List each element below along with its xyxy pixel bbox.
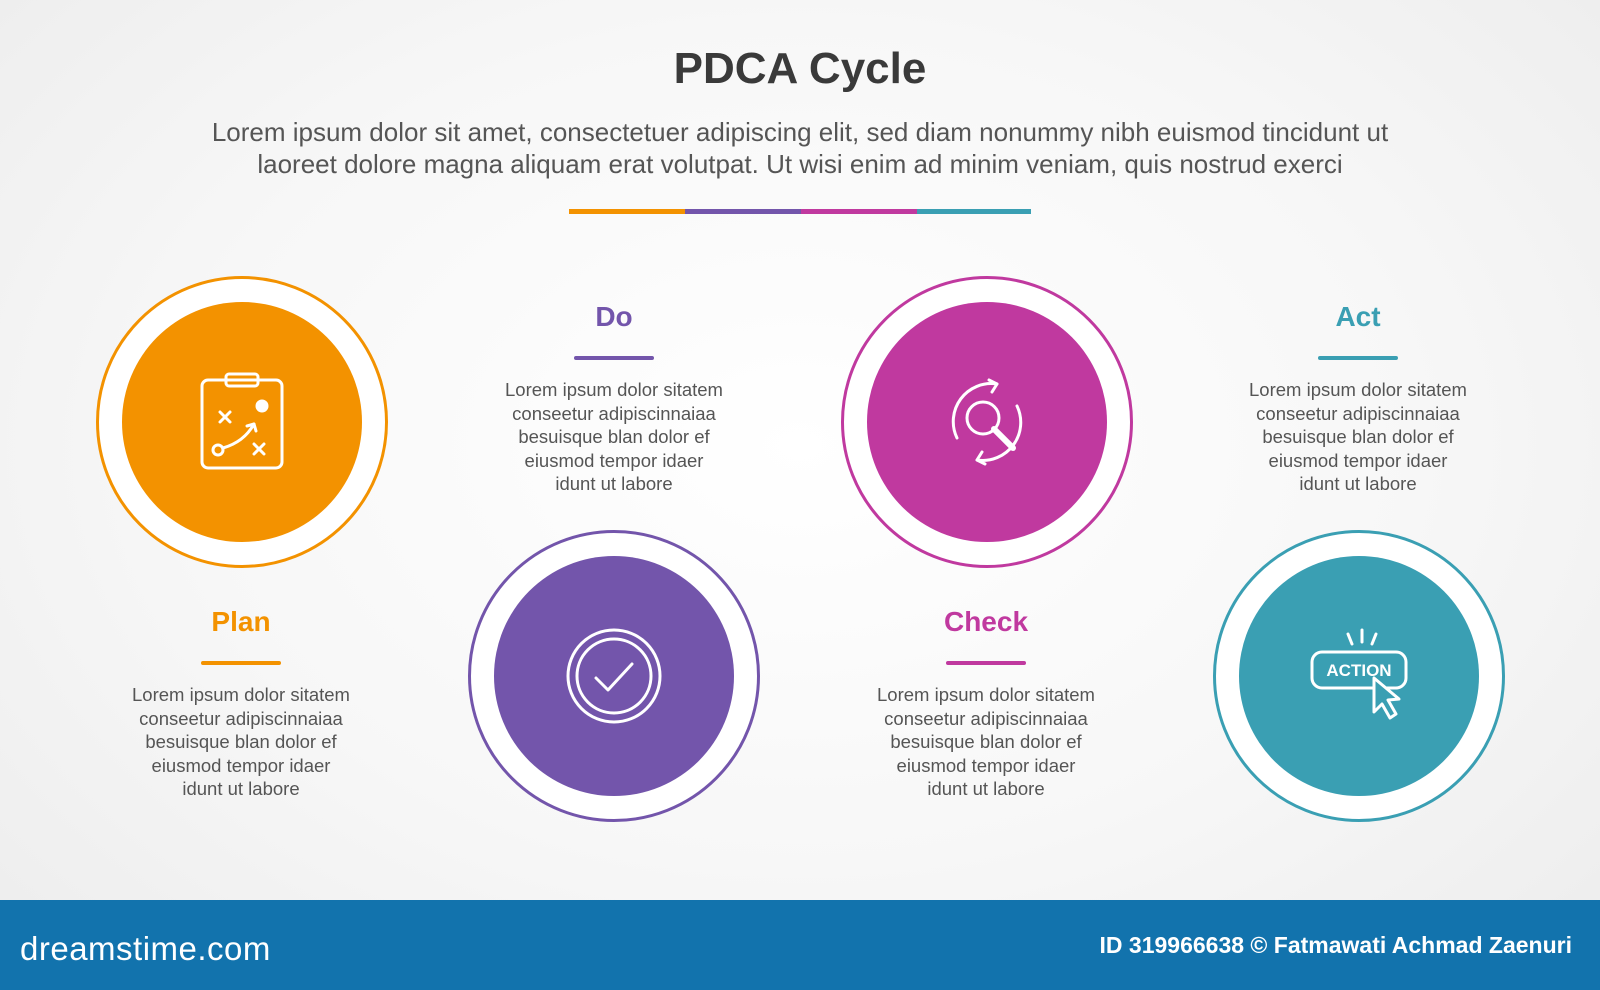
act-desc-line: besuisque blan dolor ef (1262, 426, 1454, 447)
action-icon-label: ACTION (1326, 661, 1391, 680)
plan-desc-line: besuisque blan dolor ef (145, 731, 337, 752)
act-circle: ACTION (1213, 530, 1505, 822)
footer-credit: ID 319966638 © Fatmawati Achmad Zaenuri (1099, 932, 1572, 958)
do-desc-line: Lorem ipsum dolor sitatem (505, 379, 723, 400)
check-description: Lorem ipsum dolor sitatem conseetur adip… (846, 683, 1126, 801)
plan-desc-line: eiusmod tempor idaer (151, 754, 331, 776)
plan-underline (201, 661, 281, 665)
search-cycle-icon (951, 378, 1023, 466)
do-desc-line: besuisque blan dolor ef (518, 426, 710, 447)
do-title: Do (595, 301, 633, 332)
plan-circle (96, 276, 388, 568)
check-desc-line: eiusmod tempor idaer (896, 754, 1076, 776)
plan-description: Lorem ipsum dolor sitatem conseetur adip… (101, 683, 381, 801)
act-desc-line: Lorem ipsum dolor sitatem (1249, 379, 1467, 400)
action-button-icon: ACTION (1310, 628, 1408, 720)
act-description: Lorem ipsum dolor sitatem conseetur adip… (1218, 378, 1498, 496)
do-desc-line: eiusmod tempor idaer (524, 449, 704, 471)
plan-desc-line: idunt ut labore (182, 778, 300, 799)
do-description: Lorem ipsum dolor sitatem conseetur adip… (474, 378, 754, 496)
page-subtitle: Lorem ipsum dolor sit amet, consectetuer… (110, 116, 1490, 180)
check-desc-line: conseetur adipiscinnaiaa (884, 707, 1088, 729)
check-underline (946, 661, 1026, 665)
act-underline (1318, 356, 1398, 360)
do-circle-fill (494, 556, 734, 796)
checkmark-circle-icon (566, 628, 662, 724)
check-desc-line: idunt ut labore (927, 778, 1045, 799)
subtitle-line-2: laoreet dolore magna aliquam erat volutp… (257, 149, 1343, 179)
do-desc-line: conseetur adipiscinnaiaa (512, 402, 716, 424)
check-circle-fill (867, 302, 1107, 542)
divider-segment-1 (569, 209, 685, 214)
plan-desc-line: Lorem ipsum dolor sitatem (132, 684, 350, 705)
footer-logo: dreamstime.com (20, 930, 271, 967)
plan-desc-line: conseetur adipiscinnaiaa (139, 707, 343, 729)
act-desc-line: idunt ut labore (1299, 473, 1417, 494)
footer-bar: dreamstime.com ID 319966638 © Fatmawati … (0, 900, 1600, 990)
do-underline (574, 356, 654, 360)
check-title: Check (943, 606, 1029, 637)
plan-circle-fill (122, 302, 362, 542)
check-desc-line: Lorem ipsum dolor sitatem (877, 684, 1095, 705)
divider-segment-3 (801, 209, 917, 214)
act-desc-line: eiusmod tempor idaer (1268, 449, 1448, 471)
strategy-clipboard-icon (200, 372, 284, 470)
divider-segment-4 (917, 209, 1031, 214)
act-desc-line: conseetur adipiscinnaiaa (1256, 402, 1460, 424)
divider-segment-2 (685, 209, 801, 214)
check-circle (841, 276, 1133, 568)
page-title: PDCA Cycle (673, 44, 927, 93)
plan-title: Plan (211, 606, 271, 637)
do-circle (468, 530, 760, 822)
subtitle-line-1: Lorem ipsum dolor sit amet, consectetuer… (211, 117, 1389, 147)
check-desc-line: besuisque blan dolor ef (890, 731, 1082, 752)
act-title: Act (1335, 301, 1381, 332)
do-desc-line: idunt ut labore (555, 473, 673, 494)
act-circle-fill: ACTION (1239, 556, 1479, 796)
